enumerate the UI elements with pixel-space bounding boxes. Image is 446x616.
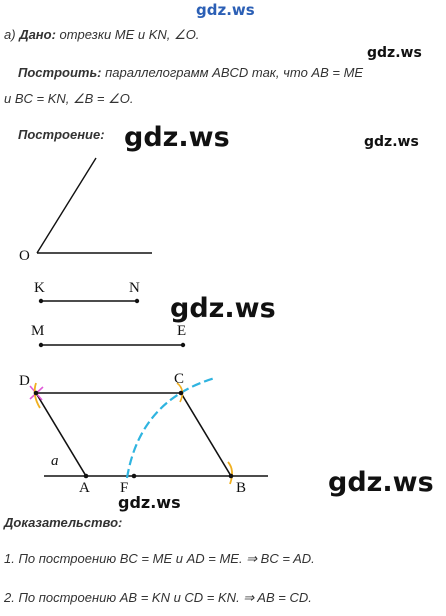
angle-ray-upper [36, 157, 97, 254]
label-m: M [31, 323, 45, 339]
compass-arc [125, 376, 216, 479]
given-label: Дано: [19, 27, 56, 42]
side-da [35, 392, 87, 477]
watermark-large: gdz.ws [124, 122, 230, 153]
proof-label: Доказательство: [4, 515, 123, 530]
label-n: N [129, 280, 140, 296]
watermark-small: gdz.ws [364, 134, 419, 150]
point-e [180, 342, 186, 348]
mark-b-orange [227, 461, 233, 485]
label-e: E [177, 323, 187, 339]
point-a [83, 473, 89, 479]
proof-step-1: 1. По построению BC = ME и AD = ME. ⇒ BC… [4, 551, 315, 566]
point-d [33, 390, 39, 396]
construct-line-2: и BC = KN, ∠B = ∠O. [4, 91, 134, 106]
given-line: а) Дано: отрезки ME и KN, ∠O. [4, 27, 199, 43]
label-k: K [34, 280, 45, 296]
watermark-large: gdz.ws [328, 467, 434, 498]
watermark-small: gdz.ws [367, 45, 422, 61]
part-marker: а) [4, 27, 16, 42]
label-d: D [19, 373, 30, 389]
label-c: C [174, 371, 185, 387]
point-f [131, 473, 137, 479]
side-cb [180, 392, 232, 477]
point-k [38, 298, 44, 304]
point-c [178, 390, 184, 396]
construct-line: Построить: параллелограмм ABCD так, что … [18, 65, 363, 80]
label-line-a: a [51, 453, 59, 469]
watermark-top: gdz.ws [196, 1, 255, 19]
point-n [134, 298, 140, 304]
given-text: отрезки ME и KN, ∠O. [55, 27, 200, 42]
construction-label: Построение: [18, 127, 105, 142]
label-a: A [79, 480, 90, 496]
proof-step-2: 2. По построению AB = KN и CD = KN. ⇒ AB… [4, 590, 312, 605]
point-b [228, 473, 234, 479]
mark-d-orange [33, 382, 41, 409]
watermark-large: gdz.ws [170, 293, 276, 324]
label-o: O [19, 248, 30, 264]
label-f: F [120, 480, 129, 496]
construct-text: параллелограмм ABCD так, что AB = ME [101, 65, 364, 80]
watermark-small: gdz.ws [118, 493, 181, 512]
label-b: B [236, 480, 247, 496]
construct-label: Построить: [18, 65, 102, 80]
point-m [38, 342, 44, 348]
